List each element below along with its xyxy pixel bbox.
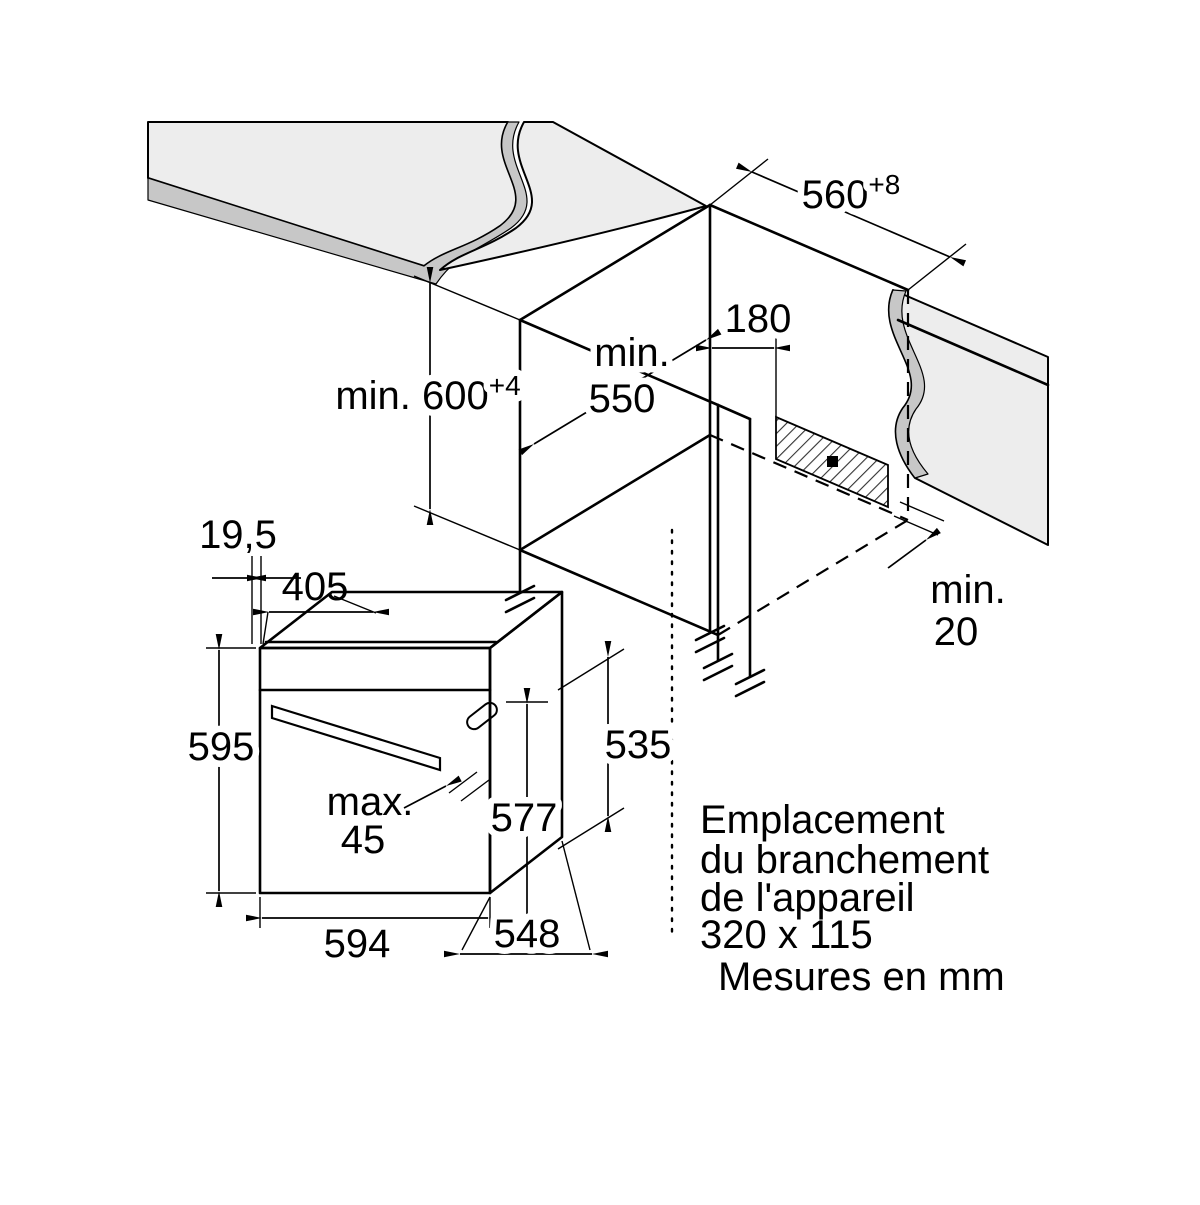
dim-oven-rear-height: 535 (557, 641, 678, 850)
dim-top-depth: 405 (253, 565, 389, 645)
dim-oven-height-label: 595 (188, 725, 255, 769)
dim-top-depth-label: 405 (282, 565, 349, 609)
rear-wall-top-edge (708, 203, 910, 292)
dim-niche-depth-label: 550 (589, 377, 656, 421)
dim-rear-gap-word: min. (930, 568, 1006, 612)
dim-oven-width: 594 (246, 897, 504, 973)
worktop-left-front-edge (147, 121, 528, 285)
dim-oven-rear-height-label: 535 (605, 723, 672, 767)
connection-note-line2: du branchement (700, 838, 989, 882)
oven (258, 590, 564, 895)
dim-oven-depth-label: 548 (494, 912, 561, 956)
worktop-left (147, 121, 707, 285)
oven-right-face (488, 590, 564, 895)
dim-door-front-offset-label: 19,5 (199, 513, 277, 557)
connection-note-line4: 320 x 115 (700, 913, 873, 957)
dim-connection-offset-label: 180 (725, 297, 792, 341)
dim-depth-with-door: 577 (484, 688, 564, 941)
dim-niche-depth: min. 550 (518, 325, 722, 456)
niche-left-wall-bottom-edge (518, 433, 712, 552)
dim-niche-height-label: min. 600+4 (335, 370, 520, 418)
dim-rear-gap: min. 20 (887, 501, 1006, 654)
oven-front-face (258, 646, 492, 895)
dim-handle-max: max. 45 (327, 771, 490, 862)
dim-handle-max-word: max. (327, 780, 414, 824)
connection-note-line3: de l'appareil (700, 876, 914, 920)
connection-zone (775, 415, 889, 509)
oven-side-recess (466, 701, 498, 731)
torn-edge-marks-stile (734, 668, 766, 698)
dim-oven-depth: 548 (444, 840, 608, 963)
niche-floor-back-edge-hidden (709, 433, 909, 522)
worktop-right (887, 289, 1050, 546)
dim-depth-with-door-label: 577 (491, 796, 558, 840)
units-note: Mesures en mm (718, 955, 1005, 999)
dim-niche-width-label: 560+8 (802, 169, 901, 217)
right-stile-top-edge (716, 403, 752, 421)
oven-door-handle (270, 704, 442, 772)
worktop-right-thickness-line (896, 318, 1050, 387)
dim-handle-max-label: 45 (341, 818, 386, 862)
dim-oven-width-label: 594 (324, 922, 391, 966)
niche-left-wall-top-edge (518, 203, 712, 322)
dim-oven-height: 595 (181, 634, 261, 907)
worktop-left-rear-sliver (439, 121, 707, 271)
dim-door-front-offset: 19,5 (199, 513, 301, 644)
niche-floor-right-edge-hidden (717, 519, 909, 636)
niche-floor-front-edge (518, 548, 720, 637)
torn-edge-marks-backleft (694, 624, 726, 654)
dim-rear-gap-label: 20 (934, 610, 979, 654)
connection-note-line1: Emplacement (700, 798, 945, 842)
torn-edge-marks-frontright (702, 652, 734, 682)
dim-connection-offset: 180 (696, 291, 798, 417)
connection-point-dot (827, 456, 838, 467)
dim-niche-height: min. 600+4 (329, 267, 527, 551)
connection-note: Emplacement du branchement de l'appareil… (700, 798, 989, 957)
dim-niche-depth-word: min. (594, 331, 670, 375)
dim-niche-width: 560+8 (709, 158, 967, 291)
